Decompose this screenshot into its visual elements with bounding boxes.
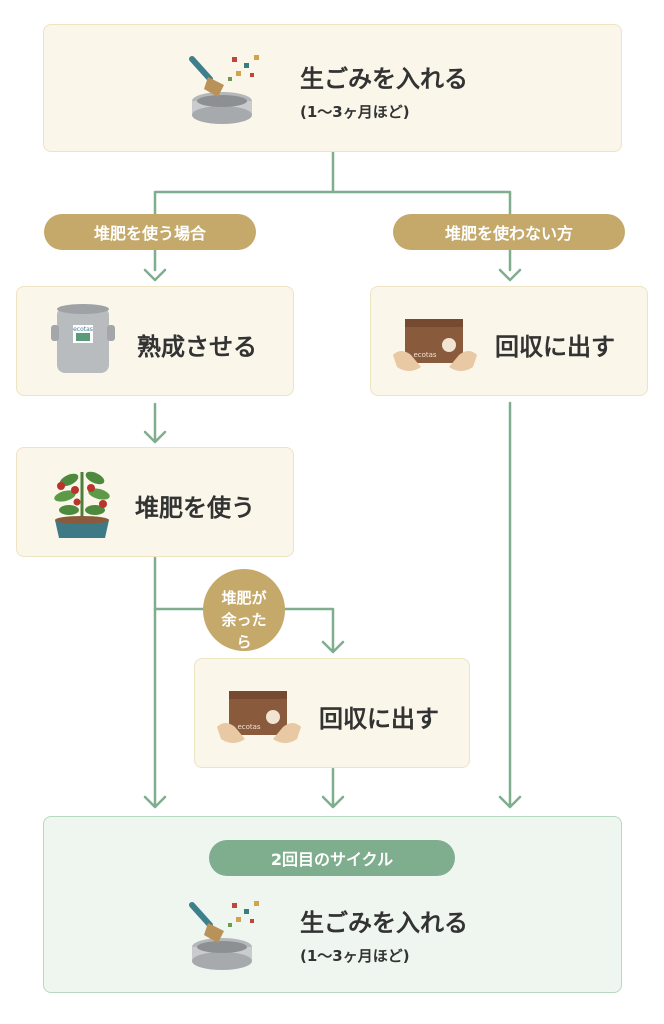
- step-use-compost: 堆肥を使う: [16, 447, 294, 557]
- step-second-cycle: 生ごみを入れる (1〜3ヶ月ほど): [43, 816, 622, 993]
- trowel-bucket-icon: [189, 55, 259, 124]
- leftover-compost-badge: 堆肥が余ったら: [203, 569, 285, 651]
- bag-brand-text: ecotas: [73, 326, 93, 333]
- step-title: 生ごみを入れる: [300, 65, 468, 93]
- step-title: 堆肥を使う: [135, 494, 255, 522]
- step-mature: ecotas 熟成させる: [16, 286, 294, 396]
- step-title: 回収に出す: [495, 333, 615, 361]
- leftover-compost-label: 堆肥が余ったら: [221, 589, 267, 651]
- step-title: 生ごみを入れる: [300, 909, 468, 937]
- step-add-food-waste: 生ごみを入れる (1〜3ヶ月ほど): [43, 24, 622, 152]
- step-subtitle: (1〜3ヶ月ほど): [300, 947, 410, 965]
- step-title: 回収に出す: [319, 705, 439, 733]
- compost-bag-icon: ecotas: [51, 304, 115, 373]
- step-collect-right: ecotas 回収に出す: [370, 286, 648, 396]
- branch-label-use-compost: 堆肥を使う場合: [44, 214, 256, 250]
- box-hands-icon: ecotas: [393, 319, 477, 371]
- branch-label-not-use-compost: 堆肥を使わない方: [393, 214, 625, 250]
- box-brand-text: ecotas: [237, 723, 260, 731]
- box-hands-icon: ecotas: [217, 691, 301, 743]
- box-brand-text: ecotas: [413, 351, 436, 359]
- step-title: 熟成させる: [137, 333, 257, 361]
- potted-tomato-icon: [54, 471, 110, 538]
- step-collect-middle: ecotas 回収に出す: [194, 658, 470, 768]
- trowel-bucket-icon: [189, 901, 259, 970]
- step-subtitle: (1〜3ヶ月ほど): [300, 103, 410, 121]
- second-cycle-badge: 2回目のサイクル: [209, 840, 455, 876]
